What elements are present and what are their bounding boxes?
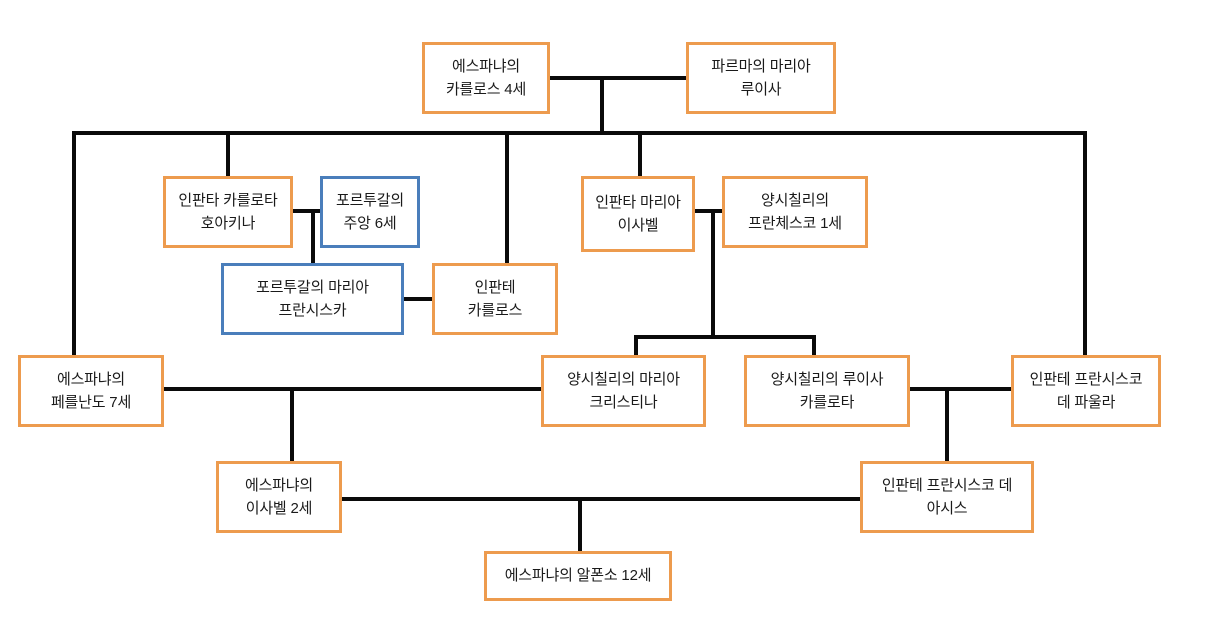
person-name-line-2: 페를난도 7세: [50, 394, 132, 411]
person-name-line-2: 주앙 6세: [343, 215, 397, 232]
marriage-carlota-joao6: [291, 209, 329, 213]
person-name-line-1: 인판타 카를로타: [178, 191, 278, 209]
person-box-alfonso12[interactable]: 에스파냐의 알폰소 12세: [484, 551, 672, 601]
marriage-carlos4-maria-luisa: [548, 76, 688, 80]
drop-bus-right-to-francisco-de-paula: [1083, 131, 1087, 357]
person-name-line-2: 호아키나: [200, 215, 256, 232]
person-name-line-1: 양시칠리의 마리아: [567, 370, 680, 388]
person-name-line-1: 포르투갈의 마리아: [256, 278, 369, 296]
person-name-line-2: 프란체스코 1세: [748, 215, 842, 232]
children-bus-two-sicilies: [634, 335, 816, 339]
drop-bus-to-carlota-joaquina: [226, 131, 230, 178]
person-name-line-2: 카를로스 4세: [445, 81, 527, 98]
person-name-line-2: 카를로스: [467, 302, 523, 319]
person-name-line-1: 에스파냐의: [451, 57, 520, 75]
drop-bus-to-luisa-carlota: [812, 335, 816, 359]
marriage-fernando7-maria-cristina: [162, 387, 543, 391]
person-name-line-1: 에스파냐의 알폰소 12세: [504, 567, 652, 585]
person-name-line-2: 프란시스카: [278, 302, 347, 319]
drop-luisa-francisco-to-francisco-de-asis: [945, 387, 949, 465]
marriage-maria-francisca-infante-carlos: [402, 297, 436, 301]
marriage-luisa-carlota-francisco-de-paula: [908, 387, 1013, 391]
person-name-line-2: 데 파울라: [1056, 394, 1116, 411]
person-name-line-1: 인판타 마리아: [595, 193, 681, 211]
person-name-line-2: 이사벨 2세: [245, 500, 313, 517]
person-name-line-2: 아시스: [926, 500, 968, 517]
drop-bus-left-to-fernando7: [72, 131, 76, 357]
person-name-line-1: 양시칠리의: [760, 191, 829, 209]
drop-bus-to-maria-isabel: [638, 131, 642, 178]
person-name-line-1: 양시칠리의 루이사: [770, 370, 884, 388]
marriage-isabel2-francisco-de-asis: [340, 497, 862, 501]
person-name-line-2: 카를로타: [799, 394, 855, 411]
person-name-line-2: 이사벨: [617, 217, 659, 234]
drop-bus-to-infante-carlos: [505, 131, 509, 265]
drop-bus-to-maria-cristina: [634, 335, 638, 359]
person-name-line-1: 포르투갈의: [335, 191, 404, 209]
drop-isabel-francesco-to-children-bus: [711, 209, 715, 337]
drop-carlos4-couple-to-bus: [600, 76, 604, 134]
drop-fernando-cristina-to-isabel2: [290, 387, 294, 465]
sibling-bus-generation2: [72, 131, 1085, 135]
person-name-line-1: 파르마의 마리아: [711, 57, 811, 75]
person-name-line-1: 에스파냐의: [56, 370, 125, 388]
person-name-line-1: 에스파냐의: [244, 476, 313, 494]
drop-isabel2-couple-to-alfonso12: [578, 497, 582, 554]
person-name-line-1: 인판테: [474, 278, 516, 296]
person-name-line-2: 크리스티나: [589, 394, 658, 411]
person-name-line-1: 인판테 프란시스코 데: [881, 476, 1013, 494]
drop-carlota-joao6-to-maria-francisca: [311, 209, 315, 265]
person-name-line-1: 인판테 프란시스코: [1029, 370, 1143, 388]
person-name-line-2: 루이사: [740, 81, 782, 98]
